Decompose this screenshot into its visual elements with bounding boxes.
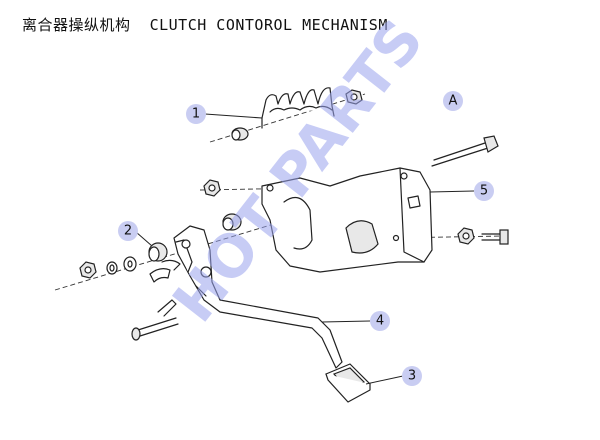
clevis-pin [131,299,179,341]
title-chinese: 离合器操纵机构 [22,16,131,34]
callout-3: 3 [402,366,422,386]
axis-upper-bolt [199,185,421,191]
spring-washer [106,261,118,275]
callout-1-label: 1 [192,107,200,122]
leader-1 [204,113,263,119]
pivot-nut [79,261,97,279]
upper-nut [203,179,221,197]
retaining-clip [149,259,181,283]
leader-2 [135,231,153,247]
callout-4-label: 4 [376,314,384,329]
callout-2: 2 [118,221,138,241]
bracket-bushing [222,213,242,231]
pedal-arm [173,225,343,369]
view-label-a-text: A [449,94,458,109]
flat-washer [123,256,137,272]
callout-5: 5 [474,181,494,201]
pedal-pad [325,363,371,403]
pivot-bushing [148,242,168,262]
leader-5 [429,190,475,193]
return-spring [261,87,335,129]
pedal-bracket [261,167,433,273]
callout-3-label: 3 [408,369,416,384]
callout-4: 4 [370,311,390,331]
leader-4 [321,320,371,323]
title-english: CLUTCH CONTOROL MECHANISM [149,16,388,34]
view-label-a: A [443,91,463,111]
spring-bushing-left [231,127,249,141]
right-nut [457,227,475,245]
callout-1: 1 [186,104,206,124]
callout-5-label: 5 [480,184,488,199]
leader-3 [365,375,404,385]
long-bolt [431,135,499,167]
right-bolt [481,229,509,245]
page-title: 离合器操纵机构 CLUTCH CONTOROL MECHANISM [22,14,388,35]
callout-2-label: 2 [124,224,132,239]
spring-nut-right [345,89,363,105]
